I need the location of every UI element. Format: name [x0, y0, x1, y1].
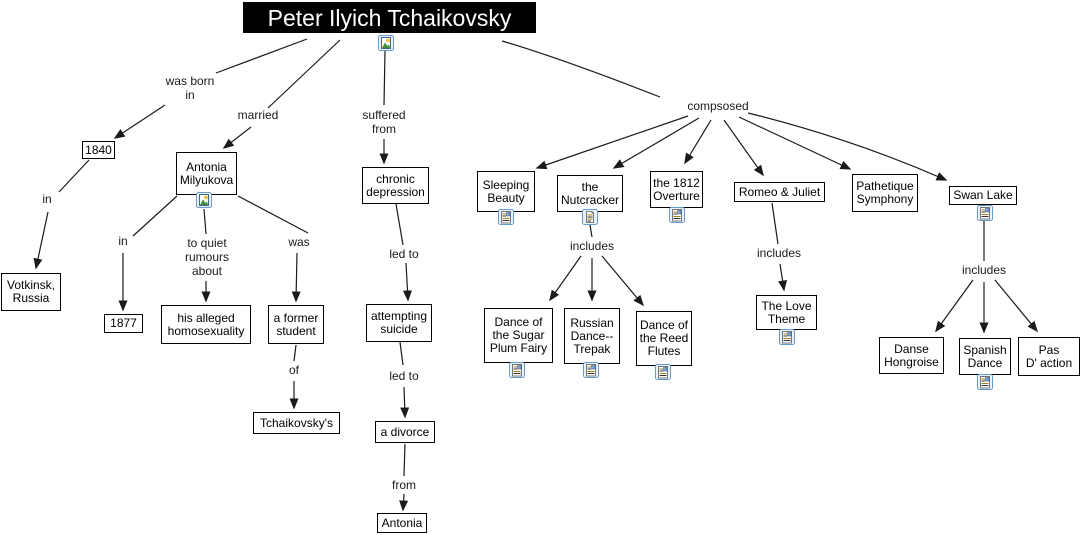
edge-label-includes-romeo[interactable]: includes [756, 246, 802, 260]
edge-ledto2-divorce [400, 386, 410, 419]
edge-label-of[interactable]: of [288, 363, 299, 377]
document-image-icon[interactable] [977, 374, 993, 390]
edge-compsosed-pathetique [738, 116, 852, 170]
node-sleeping-beauty[interactable]: Sleeping Beauty [477, 171, 535, 212]
node-the-nutcracker[interactable]: the Nutcracker [557, 175, 623, 212]
edge-label-led-to-1[interactable]: led to [389, 247, 419, 261]
node-a-divorce[interactable]: a divorce [375, 421, 435, 443]
edge-former-of [293, 344, 297, 362]
edge-from-antonia2 [399, 493, 409, 512]
document-icon[interactable] [582, 209, 598, 225]
node-title[interactable]: Peter Ilyich Tchaikovsky [243, 2, 536, 33]
edge-chronic-ledto1 [395, 203, 404, 246]
edge-label-suffered-from[interactable]: suffered from [362, 108, 406, 136]
picture-icon[interactable] [196, 192, 212, 208]
node-the-1812-overture[interactable]: the 1812 Overture [650, 171, 703, 208]
edge-antonia-in [132, 195, 178, 237]
node-spanish-dance[interactable]: Spanish Dance [959, 338, 1011, 375]
document-image-icon[interactable] [779, 329, 795, 345]
node-pas-d-action[interactable]: Pas D' action [1018, 337, 1080, 376]
node-romeo-and-juliet[interactable]: Romeo & Juliet [734, 182, 825, 202]
document-image-icon[interactable] [583, 362, 599, 378]
edge-label-to-quiet-rumours-about[interactable]: to quiet rumours about [184, 236, 229, 278]
edge-compsosed-sleeping [535, 115, 689, 170]
edge-divorce-from [403, 443, 406, 477]
edge-title-wasborn [215, 38, 308, 74]
document-image-icon[interactable] [498, 209, 514, 225]
edge-title-compsosed [501, 40, 661, 98]
node-his-alleged-homosexuality[interactable]: his alleged homosexuality [161, 305, 251, 344]
edge-compsosed-overture [684, 119, 712, 165]
node-danse-hongroise[interactable]: Danse Hongroise [879, 337, 944, 374]
node-antonia-milyukova[interactable]: Antonia Milyukova [176, 152, 237, 195]
edge-compsosed-nutcracker [612, 117, 700, 169]
document-image-icon[interactable] [669, 207, 685, 223]
edge-label-was[interactable]: was [288, 235, 310, 249]
edge-compsosed-romeo [723, 119, 764, 177]
edge-wasborn-1840 [113, 104, 166, 139]
node-pathetique-symphony[interactable]: Pathetique Symphony [852, 174, 918, 212]
node-the-love-theme[interactable]: The Love Theme [756, 295, 817, 330]
edge-label-led-to-2[interactable]: led to [389, 369, 419, 383]
edge-romeo-includes [771, 202, 779, 245]
node-russian-dance-trepak[interactable]: Russian Dance-- Trepak [564, 308, 620, 364]
edge-compsosed-swanlake [747, 112, 948, 181]
picture-icon[interactable] [378, 35, 394, 51]
edge-label-was-born-in[interactable]: was born in [165, 74, 215, 102]
edge-ledto1-suicide [402, 262, 412, 302]
edge-married-antonia [222, 126, 252, 149]
document-image-icon[interactable] [655, 364, 671, 380]
edge-includes-reedflutes [601, 255, 644, 307]
edge-label-includes-swan[interactable]: includes [961, 263, 1007, 277]
edge-antoniaicon-toquiet [203, 208, 207, 235]
node-dance-of-the-reed-flutes[interactable]: Dance of the Reed Flutes [636, 311, 692, 366]
node-votkinsk-russia[interactable]: Votkinsk, Russia [1, 273, 61, 311]
node-swan-lake[interactable]: Swan Lake [949, 186, 1017, 205]
document-image-icon[interactable] [509, 362, 525, 378]
node-1840[interactable]: 1840 [82, 141, 115, 159]
node-dance-of-the-sugar-plum-fairy[interactable]: Dance of the Sugar Plum Fairy [484, 308, 553, 363]
edge-title-married [267, 39, 341, 109]
edge-includes-sugarplum [549, 255, 582, 302]
node-1877[interactable]: 1877 [104, 314, 143, 333]
edge-label-from[interactable]: from [392, 478, 416, 492]
edge-includes-lovetheme [778, 263, 788, 292]
edge-label-married[interactable]: married [237, 108, 279, 122]
node-antonia[interactable]: Antonia [377, 513, 427, 533]
edge-was-former [291, 252, 301, 303]
node-tchaikovskys[interactable]: Tchaikovsky's [253, 412, 340, 434]
edge-suicide-ledto2 [399, 341, 404, 366]
edge-includes-pas [994, 279, 1038, 333]
edge-nutcrackericon-includes [589, 224, 593, 238]
edge-1840-in [58, 159, 90, 193]
edge-label-compsosed[interactable]: compsosed [687, 99, 749, 113]
document-image-icon[interactable] [977, 205, 993, 221]
edge-label-in-birth[interactable]: in [42, 192, 52, 206]
edge-titleicon-suffered [383, 50, 386, 106]
edge-label-includes-nutcracker[interactable]: includes [569, 239, 615, 253]
node-a-former-student[interactable]: a former student [268, 305, 324, 344]
edge-antonia-was [237, 195, 309, 234]
node-chronic-depression[interactable]: chronic depression [362, 167, 429, 204]
edge-in-votkinsk [33, 211, 49, 270]
node-attempting-suicide[interactable]: attempting suicide [366, 304, 432, 342]
edge-label-in-marriage[interactable]: in [118, 234, 128, 248]
edge-includes-danse [935, 279, 974, 333]
